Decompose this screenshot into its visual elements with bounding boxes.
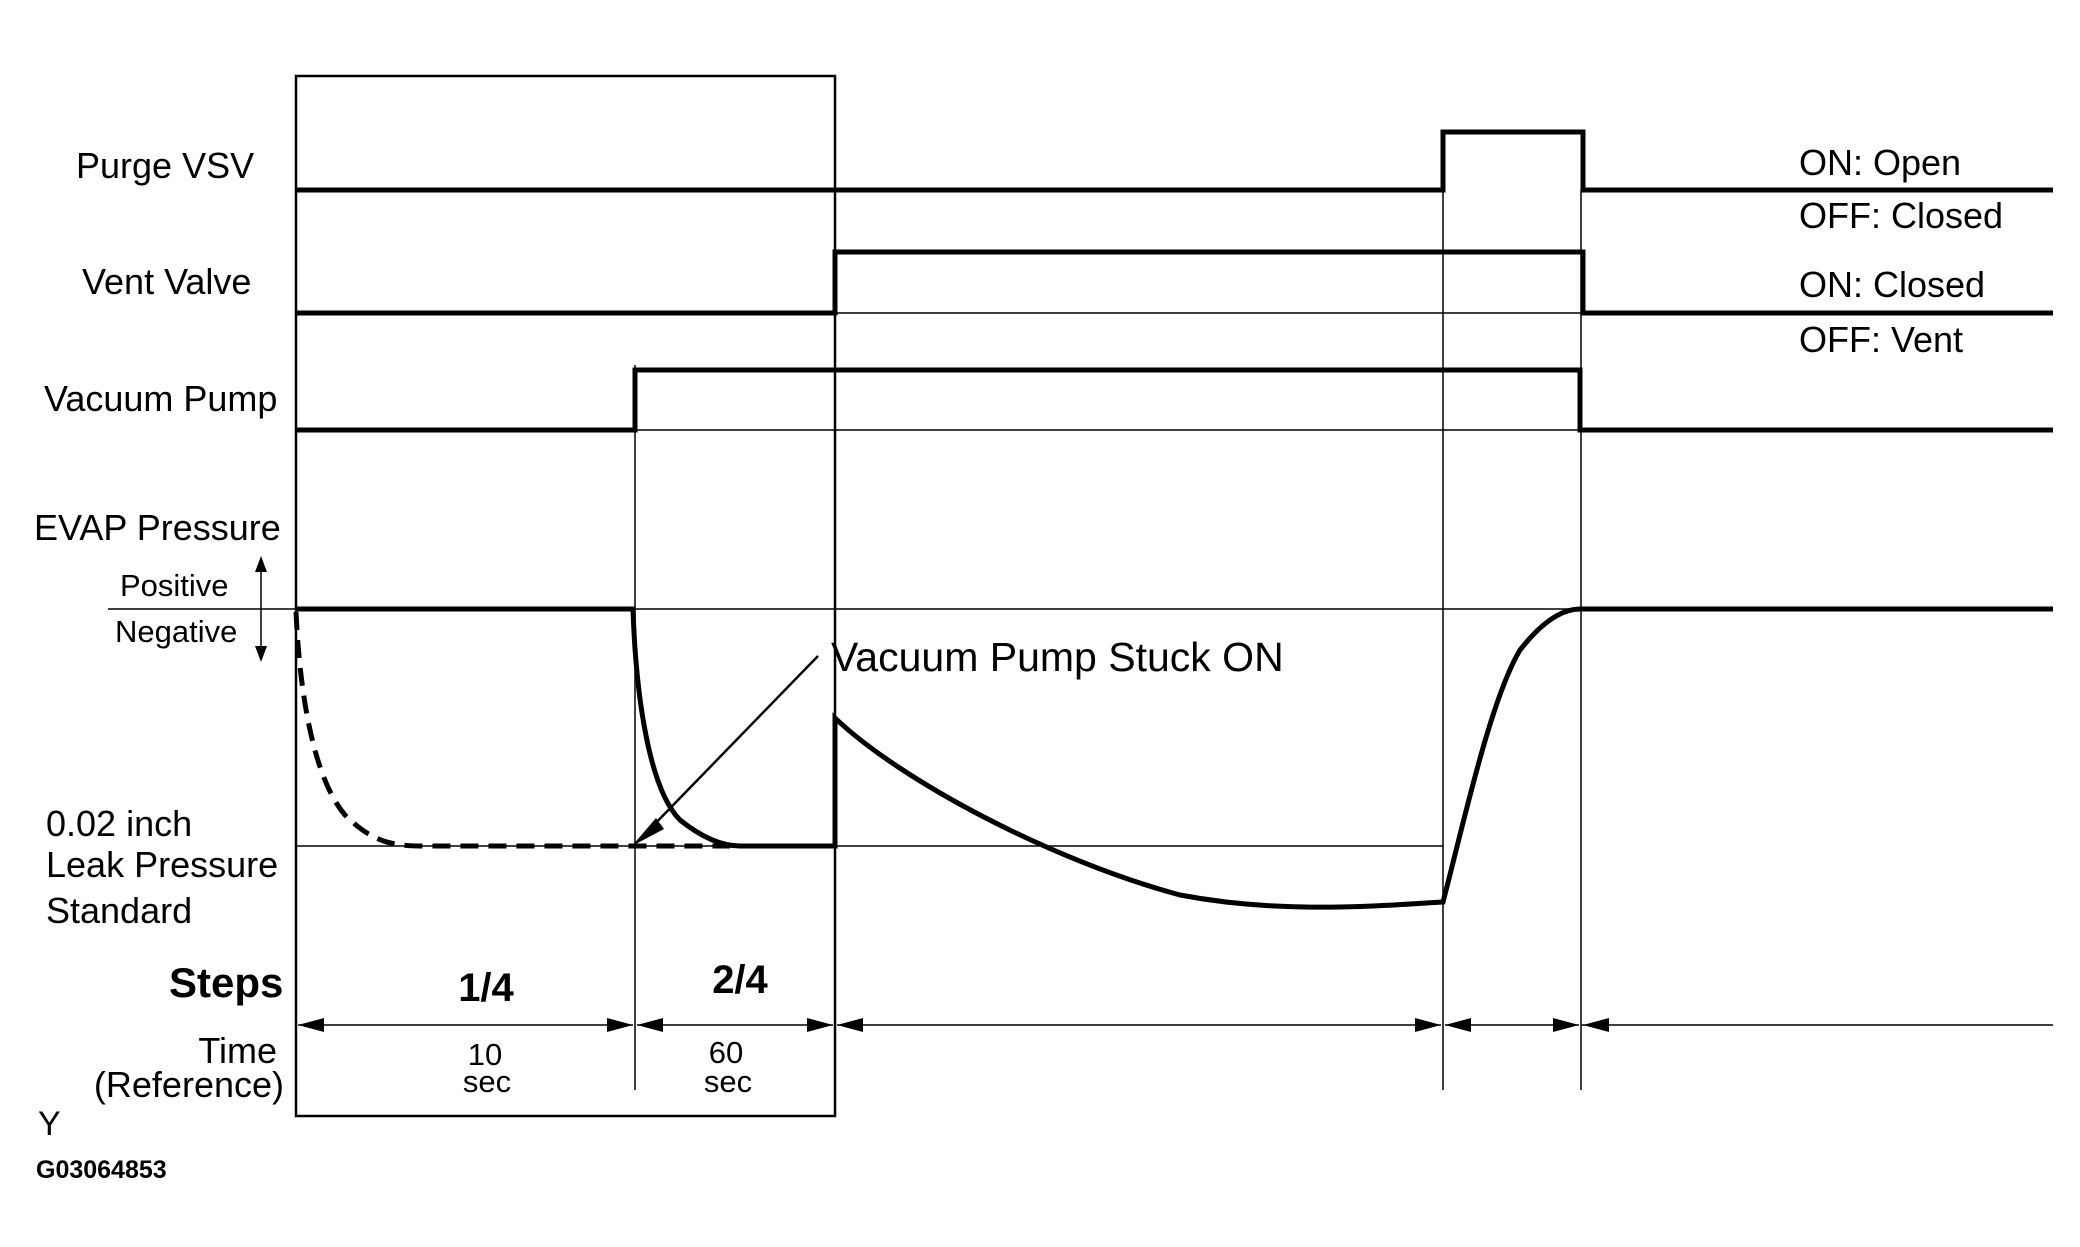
vent-valve-off-state: OFF: Vent	[1799, 319, 1963, 360]
positive-arrow-head	[255, 556, 267, 572]
time-arrow-heads	[298, 1018, 1609, 1032]
stuck-on-annotation-line	[646, 655, 819, 833]
figure-id: G03064853	[36, 1156, 167, 1184]
stuck-on-annotation: Vacuum Pump Stuck ON	[831, 634, 1284, 680]
time-label-line1: Time	[198, 1030, 277, 1071]
leak-standard-line1: 0.02 inch	[46, 803, 192, 844]
purge-vsv-on-state: ON: Open	[1799, 142, 1961, 183]
step-window-box	[294, 74, 837, 1118]
evap-pressure-label: EVAP Pressure	[34, 507, 281, 548]
leak-standard-line3: Standard	[46, 890, 192, 931]
time-label-line2: (Reference)	[94, 1064, 284, 1105]
vent-valve-on-state: ON: Closed	[1799, 264, 1985, 305]
stuck-on-arrow-head	[632, 818, 664, 846]
purge-vsv-off-state: OFF: Closed	[1799, 195, 2003, 236]
vacuum-pump-stuck-curve	[293, 611, 730, 849]
vacuum-pump-signal	[296, 367, 2053, 433]
time-2-unit: sec	[704, 1064, 752, 1099]
evap-positive-label: Positive	[120, 568, 229, 603]
vent-valve-label: Vent Valve	[82, 261, 251, 302]
vent-valve-signal	[296, 249, 2053, 316]
negative-arrow-head	[255, 646, 267, 662]
purge-vsv-label: Purge VSV	[76, 145, 254, 186]
time-1-value: 10	[468, 1037, 502, 1072]
vacuum-pump-label: Vacuum Pump	[44, 378, 277, 419]
evap-pressure-curve	[296, 606, 2053, 910]
step-1-label: 1/4	[458, 966, 514, 1010]
steps-label: Steps	[169, 959, 283, 1006]
leak-standard-line2: Leak Pressure	[46, 844, 278, 885]
purge-vsv-signal	[296, 129, 2053, 193]
step-2-label: 2/4	[712, 958, 768, 1002]
evap-negative-label: Negative	[115, 614, 237, 649]
time-1-unit: sec	[463, 1064, 511, 1099]
footer-letter: Y	[38, 1105, 61, 1143]
time-2-value: 60	[709, 1035, 743, 1070]
